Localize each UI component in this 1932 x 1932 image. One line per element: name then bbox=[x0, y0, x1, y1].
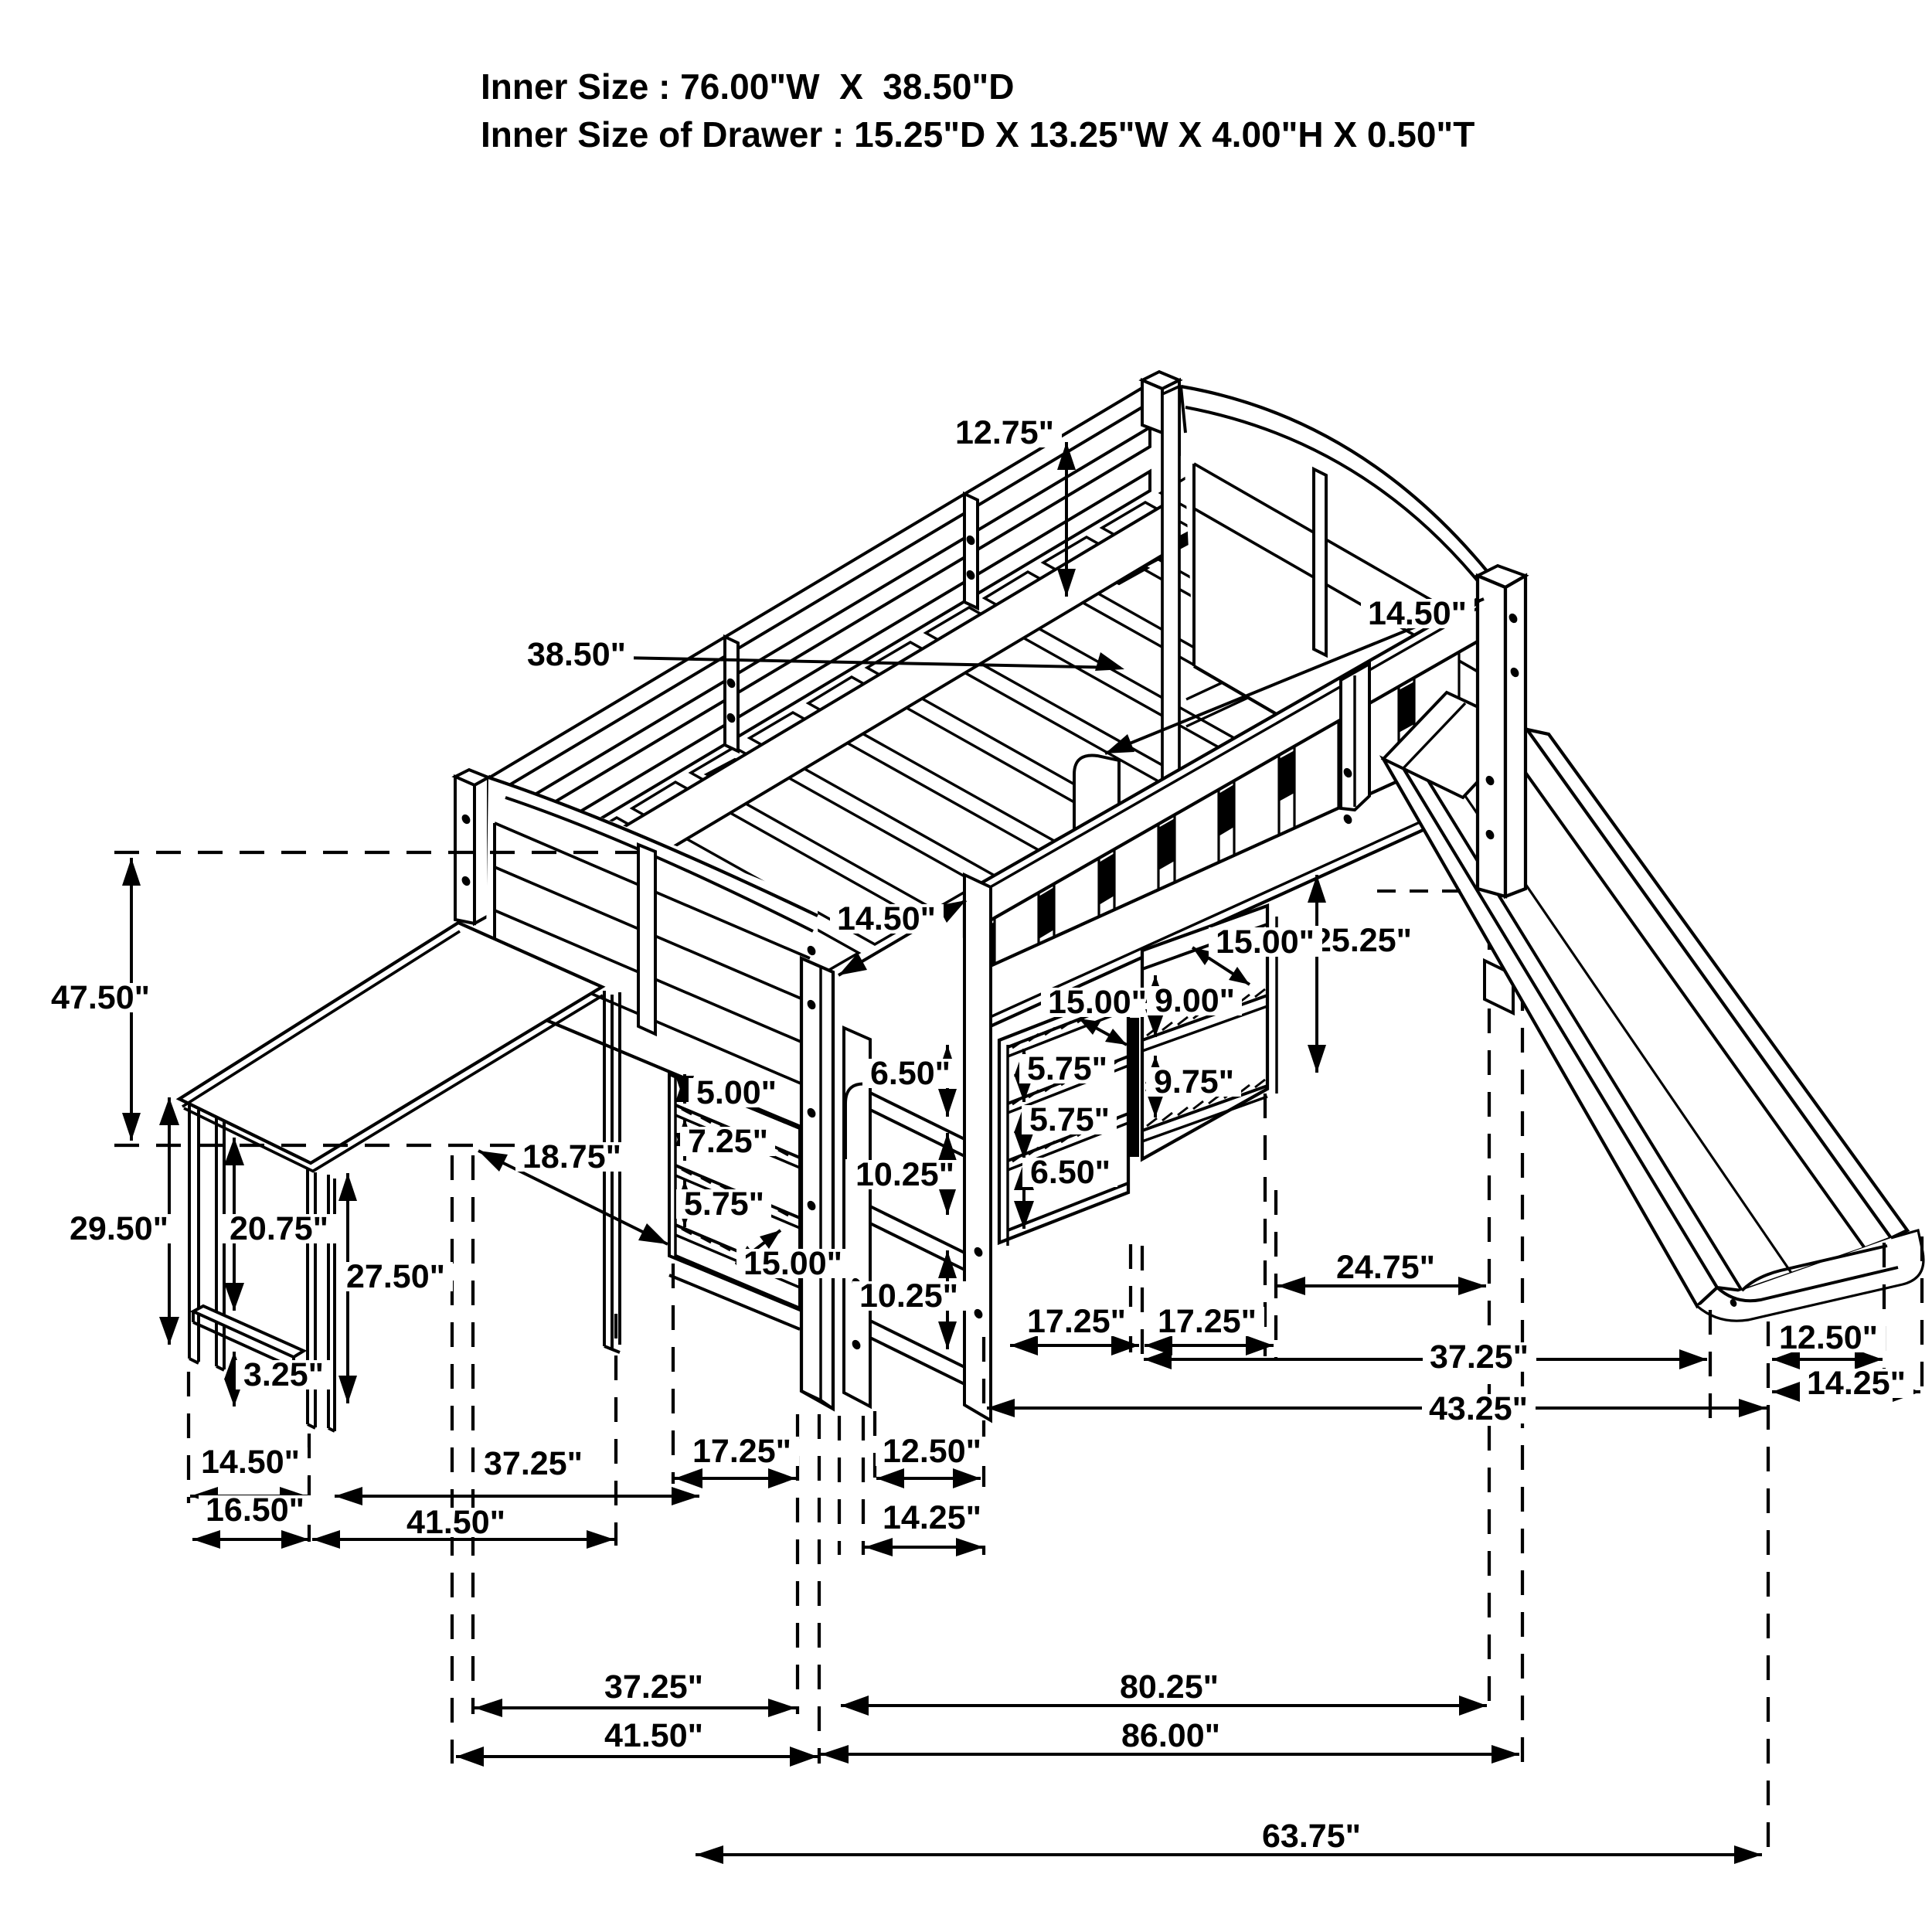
svg-text:5.75": 5.75" bbox=[684, 1185, 764, 1223]
svg-text:43.25": 43.25" bbox=[1429, 1390, 1528, 1427]
svg-text:17.25": 17.25" bbox=[1158, 1303, 1257, 1340]
svg-text:38.50": 38.50" bbox=[527, 636, 626, 673]
svg-text:20.75": 20.75" bbox=[230, 1210, 328, 1247]
svg-text:24.75": 24.75" bbox=[1336, 1249, 1435, 1286]
svg-text:25.25": 25.25" bbox=[1313, 922, 1412, 959]
svg-text:17.25": 17.25" bbox=[1027, 1303, 1126, 1340]
svg-text:37.25": 37.25" bbox=[604, 1668, 703, 1706]
svg-text:10.25": 10.25" bbox=[859, 1277, 958, 1315]
svg-text:6.50": 6.50" bbox=[870, 1055, 951, 1092]
svg-text:6.50": 6.50" bbox=[1030, 1154, 1111, 1191]
svg-text:14.50": 14.50" bbox=[201, 1444, 300, 1481]
svg-text:37.25": 37.25" bbox=[484, 1445, 583, 1482]
svg-text:Inner Size of Drawer : 15.25"D: Inner Size of Drawer : 15.25"D X 13.25"W… bbox=[481, 114, 1475, 155]
svg-text:12.50": 12.50" bbox=[1779, 1319, 1878, 1356]
svg-text:Inner Size : 76.00"W X 38.50: Inner Size : 76.00"W X 38.50"D bbox=[481, 66, 1014, 107]
svg-text:15.00": 15.00" bbox=[743, 1245, 842, 1282]
svg-text:27.50": 27.50" bbox=[346, 1258, 445, 1295]
svg-text:9.75": 9.75" bbox=[1154, 1063, 1234, 1100]
svg-text:14.25": 14.25" bbox=[1807, 1365, 1906, 1402]
svg-text:80.25": 80.25" bbox=[1120, 1668, 1219, 1706]
svg-text:47.50": 47.50" bbox=[51, 979, 150, 1016]
svg-text:7.25": 7.25" bbox=[688, 1123, 768, 1160]
svg-text:10.25": 10.25" bbox=[855, 1156, 954, 1193]
svg-text:14.50": 14.50" bbox=[837, 900, 936, 937]
svg-text:41.50": 41.50" bbox=[604, 1717, 703, 1754]
svg-text:9.00": 9.00" bbox=[1155, 982, 1235, 1019]
svg-text:5.75": 5.75" bbox=[1029, 1101, 1110, 1138]
svg-text:37.25": 37.25" bbox=[1430, 1338, 1529, 1376]
svg-text:12.75": 12.75" bbox=[955, 414, 1054, 451]
svg-text:3.25": 3.25" bbox=[243, 1356, 324, 1393]
svg-text:86.00": 86.00" bbox=[1121, 1717, 1220, 1754]
svg-text:5.75": 5.75" bbox=[1027, 1050, 1107, 1087]
svg-text:29.50": 29.50" bbox=[70, 1210, 168, 1247]
svg-text:63.75": 63.75" bbox=[1262, 1818, 1361, 1855]
svg-text:17.25": 17.25" bbox=[692, 1433, 791, 1470]
svg-text:14.25": 14.25" bbox=[883, 1499, 981, 1536]
svg-text:18.75": 18.75" bbox=[522, 1138, 621, 1175]
svg-text:15.00": 15.00" bbox=[1048, 984, 1147, 1021]
svg-text:5.00": 5.00" bbox=[696, 1074, 777, 1111]
svg-text:41.50": 41.50" bbox=[406, 1504, 505, 1541]
svg-text:12.50": 12.50" bbox=[883, 1433, 981, 1470]
svg-text:16.50": 16.50" bbox=[206, 1492, 304, 1529]
svg-text:15.00": 15.00" bbox=[1216, 923, 1315, 961]
svg-text:14.50": 14.50" bbox=[1368, 595, 1467, 632]
